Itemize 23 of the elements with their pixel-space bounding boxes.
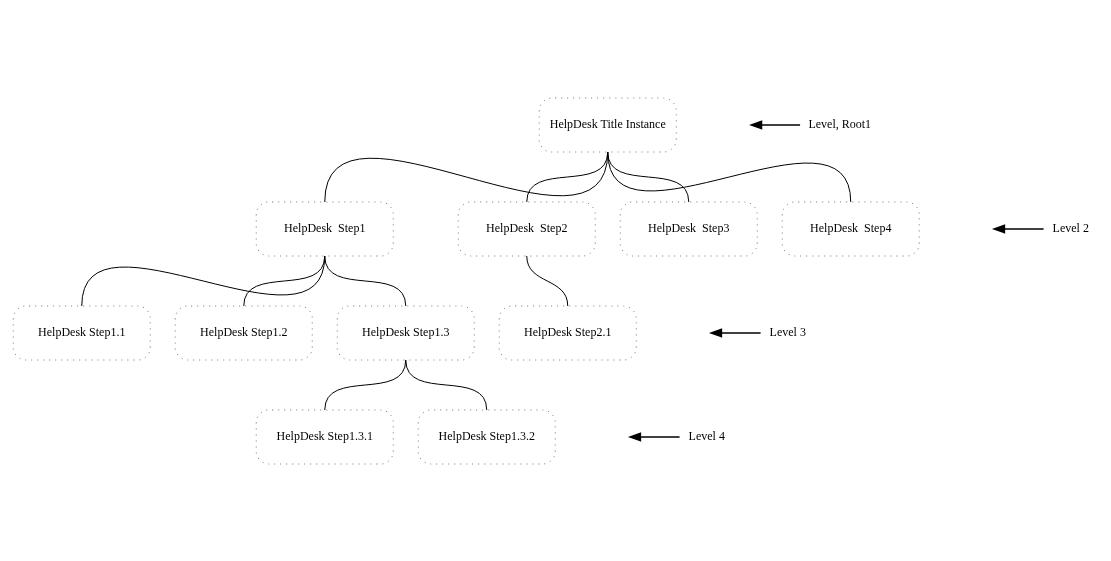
node-box: HelpDesk Step1	[255, 201, 394, 256]
node-box: HelpDesk Step1.2	[174, 305, 313, 360]
node-text: Level 3	[769, 324, 806, 339]
arrow	[991, 223, 1045, 234]
node-text: Level, Root1	[808, 116, 872, 131]
arrow	[627, 431, 681, 442]
node-text: Level 4	[688, 428, 725, 443]
arrow	[708, 327, 762, 338]
connector	[405, 359, 488, 410]
node-box: HelpDesk Step3	[619, 201, 758, 256]
node-text: Level 2	[1052, 220, 1089, 235]
node-box: HelpDesk Step1.3.2	[417, 409, 556, 464]
node-box: HelpDesk Step2	[457, 201, 596, 256]
node-box: HelpDesk Title Instance	[538, 97, 677, 152]
connector	[324, 255, 407, 306]
connector	[526, 255, 569, 306]
arrow	[749, 119, 801, 130]
node-box: HelpDesk Step4	[781, 201, 920, 256]
node-box: HelpDesk Step2.1	[498, 305, 637, 360]
connector	[607, 151, 852, 202]
node-box: HelpDesk Step1.3.1	[255, 409, 394, 464]
node-box: HelpDesk Step1.3	[336, 305, 475, 360]
node-box: HelpDesk Step1.1	[12, 305, 151, 360]
